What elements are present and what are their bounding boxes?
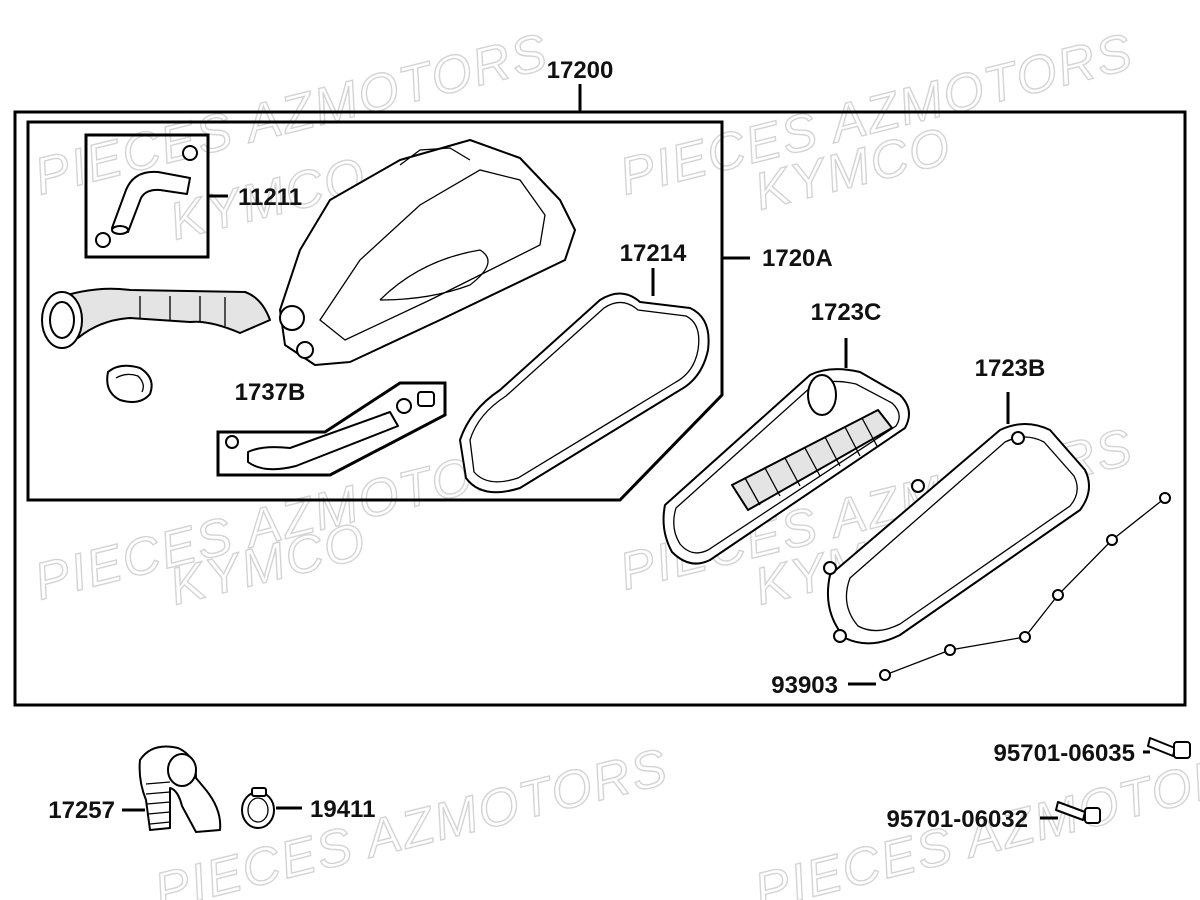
label-1720A: 1720A [762, 245, 833, 272]
watermark-brand-5: PIECES AZMOTORS [149, 738, 674, 900]
label-1737B: 1737B [235, 379, 306, 406]
label-93903: 93903 [771, 672, 838, 699]
hose-11211-drawing [111, 170, 191, 233]
hose-11211: 11211 [84, 133, 302, 259]
assembly-box [13, 110, 1187, 707]
bolt-long-drawing [1147, 737, 1176, 757]
drain-tube-1737B: 1737B [216, 379, 447, 477]
label-95701-06032: 95701-06032 [887, 806, 1028, 833]
screws-93903: 93903 [771, 492, 1171, 699]
cover-1723B: 1723B [823, 355, 1090, 645]
label-1723B: 1723B [975, 355, 1046, 382]
label-17214: 17214 [620, 240, 687, 267]
drain-tube-box [216, 381, 447, 477]
case-subassembly-box [26, 120, 724, 502]
drain-tube-drawing [247, 411, 399, 471]
label-17257: 17257 [48, 797, 115, 824]
cover-drawing [826, 423, 1090, 645]
gasket-17214: 17214 [459, 240, 710, 494]
assembly-frame: 17200 [13, 57, 1187, 707]
label-1723C: 1723C [811, 299, 882, 326]
duct-drawing [138, 745, 222, 833]
label-11211: 11211 [238, 184, 302, 211]
screw-group-line [884, 497, 1166, 676]
gasket-17214-drawing [459, 292, 710, 494]
duct-17257: 17257 [48, 745, 222, 833]
label-95701-06035: 95701-06035 [994, 740, 1135, 767]
case-body-drawing [279, 139, 576, 366]
intake-tube-drawing [41, 287, 271, 403]
clamp-19411: 19411 [241, 787, 375, 829]
case-subassembly-frame: 1720A [26, 120, 833, 502]
label-17200: 17200 [547, 57, 614, 84]
bolt-95701-06035: 95701-06035 [994, 737, 1191, 767]
filter-element-1723C: 1723C [662, 299, 910, 565]
label-19411: 19411 [310, 796, 375, 823]
bolt-short-drawing [1055, 801, 1086, 821]
bolt-95701-06032: 95701-06032 [887, 801, 1101, 833]
